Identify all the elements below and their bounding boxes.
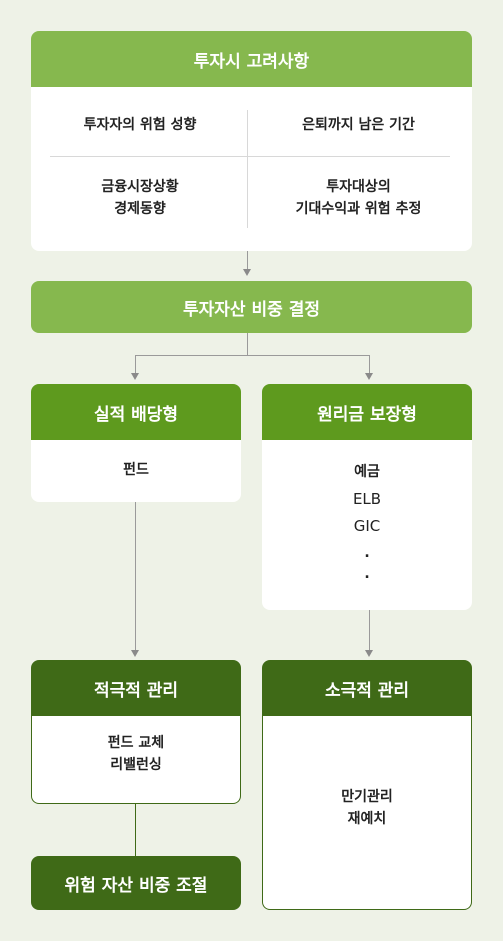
arrow-top-decision bbox=[243, 269, 251, 276]
performance-type-title: 실적 배당형 bbox=[93, 404, 179, 425]
connector-split-right bbox=[369, 355, 370, 375]
performance-type-body: 펀드 bbox=[31, 440, 241, 502]
guaranteed-type-body: 예금 ELB GIC . . bbox=[262, 440, 472, 610]
active-management-title: 적극적 관리 bbox=[93, 680, 179, 701]
consideration-market-situation: 금융시장상황 경제동향 bbox=[40, 176, 240, 220]
considerations-title: 투자시 고려사항 bbox=[193, 51, 310, 72]
consideration-expected-return: 투자대상의 기대수익과 위험 추정 bbox=[256, 176, 461, 220]
connector-split-left bbox=[135, 355, 136, 375]
performance-item-fund: 펀드 bbox=[123, 462, 149, 478]
arrow-split-left bbox=[131, 373, 139, 380]
decision-title: 투자자산 비중 결정 bbox=[183, 299, 320, 320]
risk-asset-adjustment-box: 위험 자산 비중 조절 bbox=[31, 856, 241, 910]
risk-asset-adjustment-title: 위험 자산 비중 조절 bbox=[64, 875, 208, 896]
consideration-market-line2: 경제동향 bbox=[114, 201, 166, 217]
active-management-body: 펀드 교체 리밸런싱 bbox=[31, 716, 241, 804]
passive-item-maturity: 만기관리 bbox=[341, 789, 393, 805]
arrow-right-mgmt bbox=[365, 650, 373, 657]
considerations-divider-vertical bbox=[247, 110, 248, 228]
performance-type-header: 실적 배당형 bbox=[31, 384, 241, 440]
guaranteed-item-elb: ELB bbox=[352, 490, 382, 508]
consideration-return-line2: 기대수익과 위험 추정 bbox=[295, 201, 422, 217]
guaranteed-type-title: 원리금 보장형 bbox=[317, 404, 417, 425]
guaranteed-type-header: 원리금 보장형 bbox=[262, 384, 472, 440]
consideration-market-line1: 금융시장상황 bbox=[101, 179, 179, 195]
connector-active-final bbox=[135, 804, 136, 856]
connector-decision-split bbox=[247, 333, 248, 355]
consideration-risk-tendency: 투자자의 위험 성향 bbox=[40, 114, 240, 136]
connector-right-mgmt bbox=[369, 610, 370, 650]
active-item-rebalancing: 리밸런싱 bbox=[110, 757, 162, 773]
consideration-time-to-retirement: 은퇴까지 남은 기간 bbox=[256, 114, 461, 136]
guaranteed-item-ellipsis-2: . bbox=[364, 566, 370, 582]
decision-box: 투자자산 비중 결정 bbox=[31, 281, 472, 333]
active-item-fund-switch: 펀드 교체 bbox=[107, 735, 165, 751]
connector-top-decision bbox=[247, 251, 248, 271]
active-management-header: 적극적 관리 bbox=[31, 660, 241, 716]
considerations-divider-horizontal bbox=[50, 156, 450, 157]
consideration-risk-tendency-line1: 투자자의 위험 성향 bbox=[83, 117, 197, 133]
consideration-time-to-retirement-line1: 은퇴까지 남은 기간 bbox=[302, 117, 415, 133]
guaranteed-item-ellipsis-1: . bbox=[364, 545, 370, 561]
considerations-header: 투자시 고려사항 bbox=[31, 31, 472, 87]
passive-management-body: 만기관리 재예치 bbox=[262, 716, 472, 910]
guaranteed-item-deposit: 예금 bbox=[354, 464, 380, 480]
connector-left-mgmt bbox=[135, 502, 136, 650]
passive-management-header: 소극적 관리 bbox=[262, 660, 472, 716]
passive-item-redeposit: 재예치 bbox=[347, 811, 387, 827]
arrow-split-right bbox=[365, 373, 373, 380]
consideration-return-line1: 투자대상의 bbox=[326, 179, 391, 195]
considerations-body bbox=[31, 87, 472, 251]
arrow-left-mgmt bbox=[131, 650, 139, 657]
connector-split-horizontal bbox=[135, 355, 369, 356]
guaranteed-item-gic: GIC bbox=[353, 517, 381, 535]
passive-management-title: 소극적 관리 bbox=[324, 680, 410, 701]
